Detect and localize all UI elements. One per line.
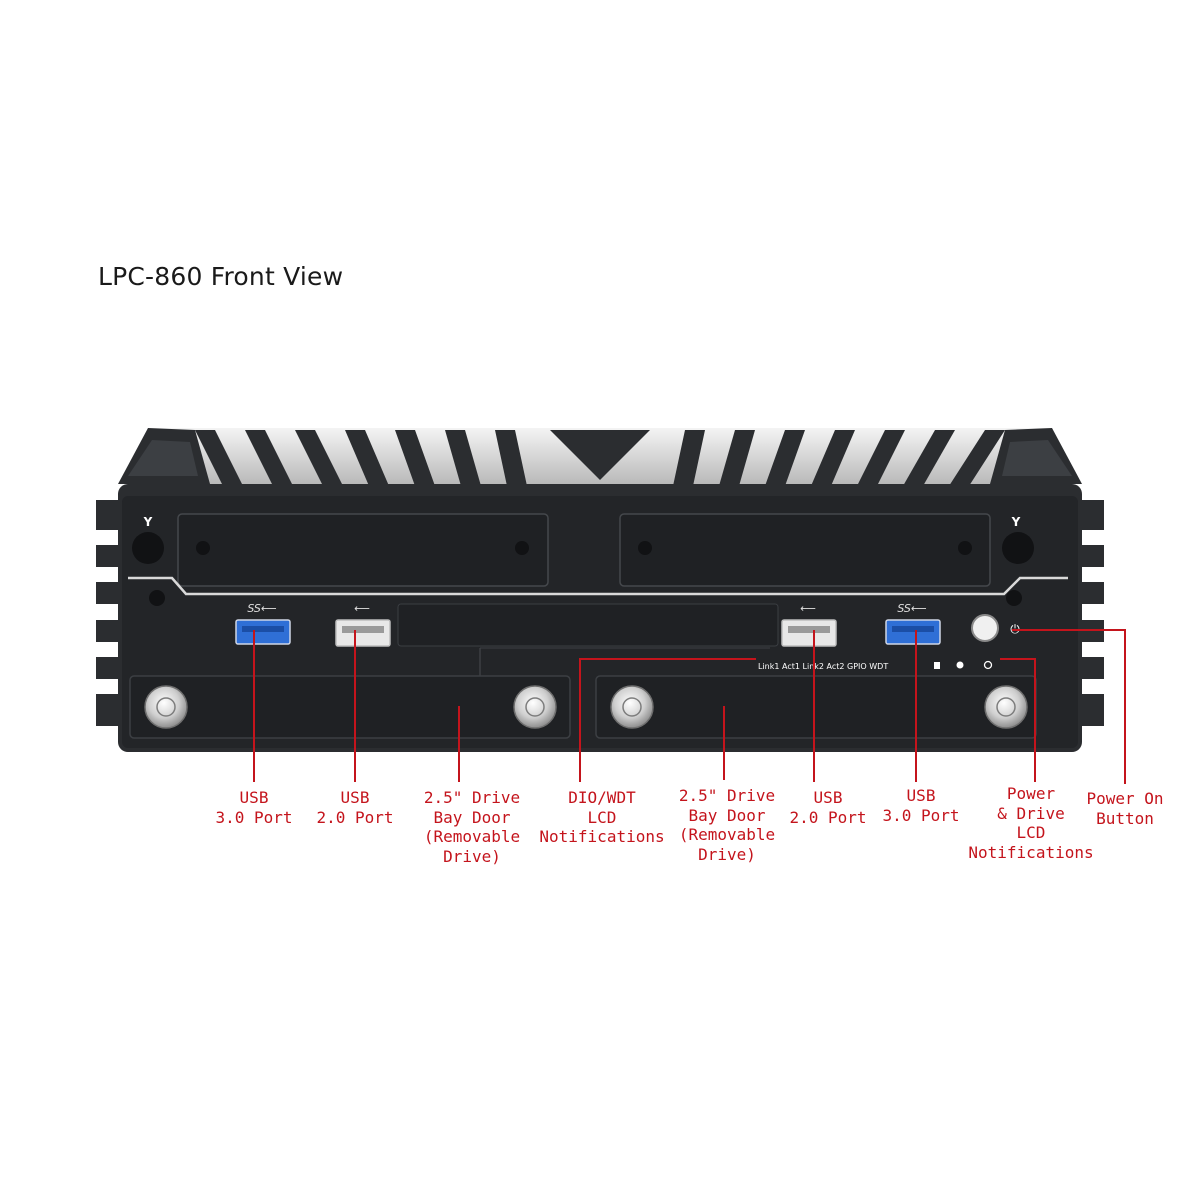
page-title: LPC-860 Front View bbox=[98, 262, 344, 291]
status-led-icons bbox=[934, 660, 993, 670]
callout-usb3-right: USB 3.0 Port bbox=[882, 786, 960, 825]
callout-drive-left: 2.5" Drive Bay Door (Removable Drive) bbox=[423, 788, 521, 866]
svg-text:⟵: ⟵ bbox=[800, 602, 816, 615]
expansion-cover-left bbox=[177, 513, 549, 587]
thumbscrew[interactable] bbox=[984, 685, 1028, 729]
expansion-cover-right bbox=[619, 513, 991, 587]
antenna-icon: Y bbox=[143, 515, 153, 529]
svg-text:SS⟵: SS⟵ bbox=[247, 602, 277, 615]
callout-drive-right: 2.5" Drive Bay Door (Removable Drive) bbox=[678, 786, 776, 864]
thumbscrew[interactable] bbox=[144, 685, 188, 729]
callout-usb3-left: USB 3.0 Port bbox=[215, 788, 293, 827]
usb2-left-port[interactable]: ⟵ bbox=[335, 602, 391, 647]
callout-lines bbox=[253, 629, 1126, 784]
thumbscrew[interactable] bbox=[610, 685, 654, 729]
drive-bay-door-left[interactable] bbox=[129, 675, 571, 739]
usb2-right-port[interactable]: ⟵ bbox=[781, 602, 837, 647]
svg-text:SS⟵: SS⟵ bbox=[897, 602, 927, 615]
drive-bay-door-right[interactable] bbox=[595, 675, 1037, 739]
panel-legend: Link1 Act1 Link2 Act2 GPIO WDT bbox=[758, 662, 888, 671]
usb3-right-port[interactable]: SS⟵ bbox=[885, 602, 941, 645]
antenna-icon: Y bbox=[1011, 515, 1021, 529]
callout-dio-wdt: DIO/WDT LCD Notifications bbox=[539, 788, 665, 846]
callout-power-button: Power On Button bbox=[1086, 789, 1164, 828]
heatsink bbox=[118, 428, 1082, 500]
divider-line bbox=[128, 576, 1068, 596]
callout-power-lcd: Power & Drive LCD Notifications bbox=[968, 784, 1094, 862]
thumbscrew[interactable] bbox=[513, 685, 557, 729]
callout-usb2-right: USB 2.0 Port bbox=[789, 788, 867, 827]
svg-text:⟵: ⟵ bbox=[354, 602, 370, 615]
callout-usb2-left: USB 2.0 Port bbox=[316, 788, 394, 827]
usb3-left-port[interactable]: SS⟵ bbox=[235, 602, 291, 645]
